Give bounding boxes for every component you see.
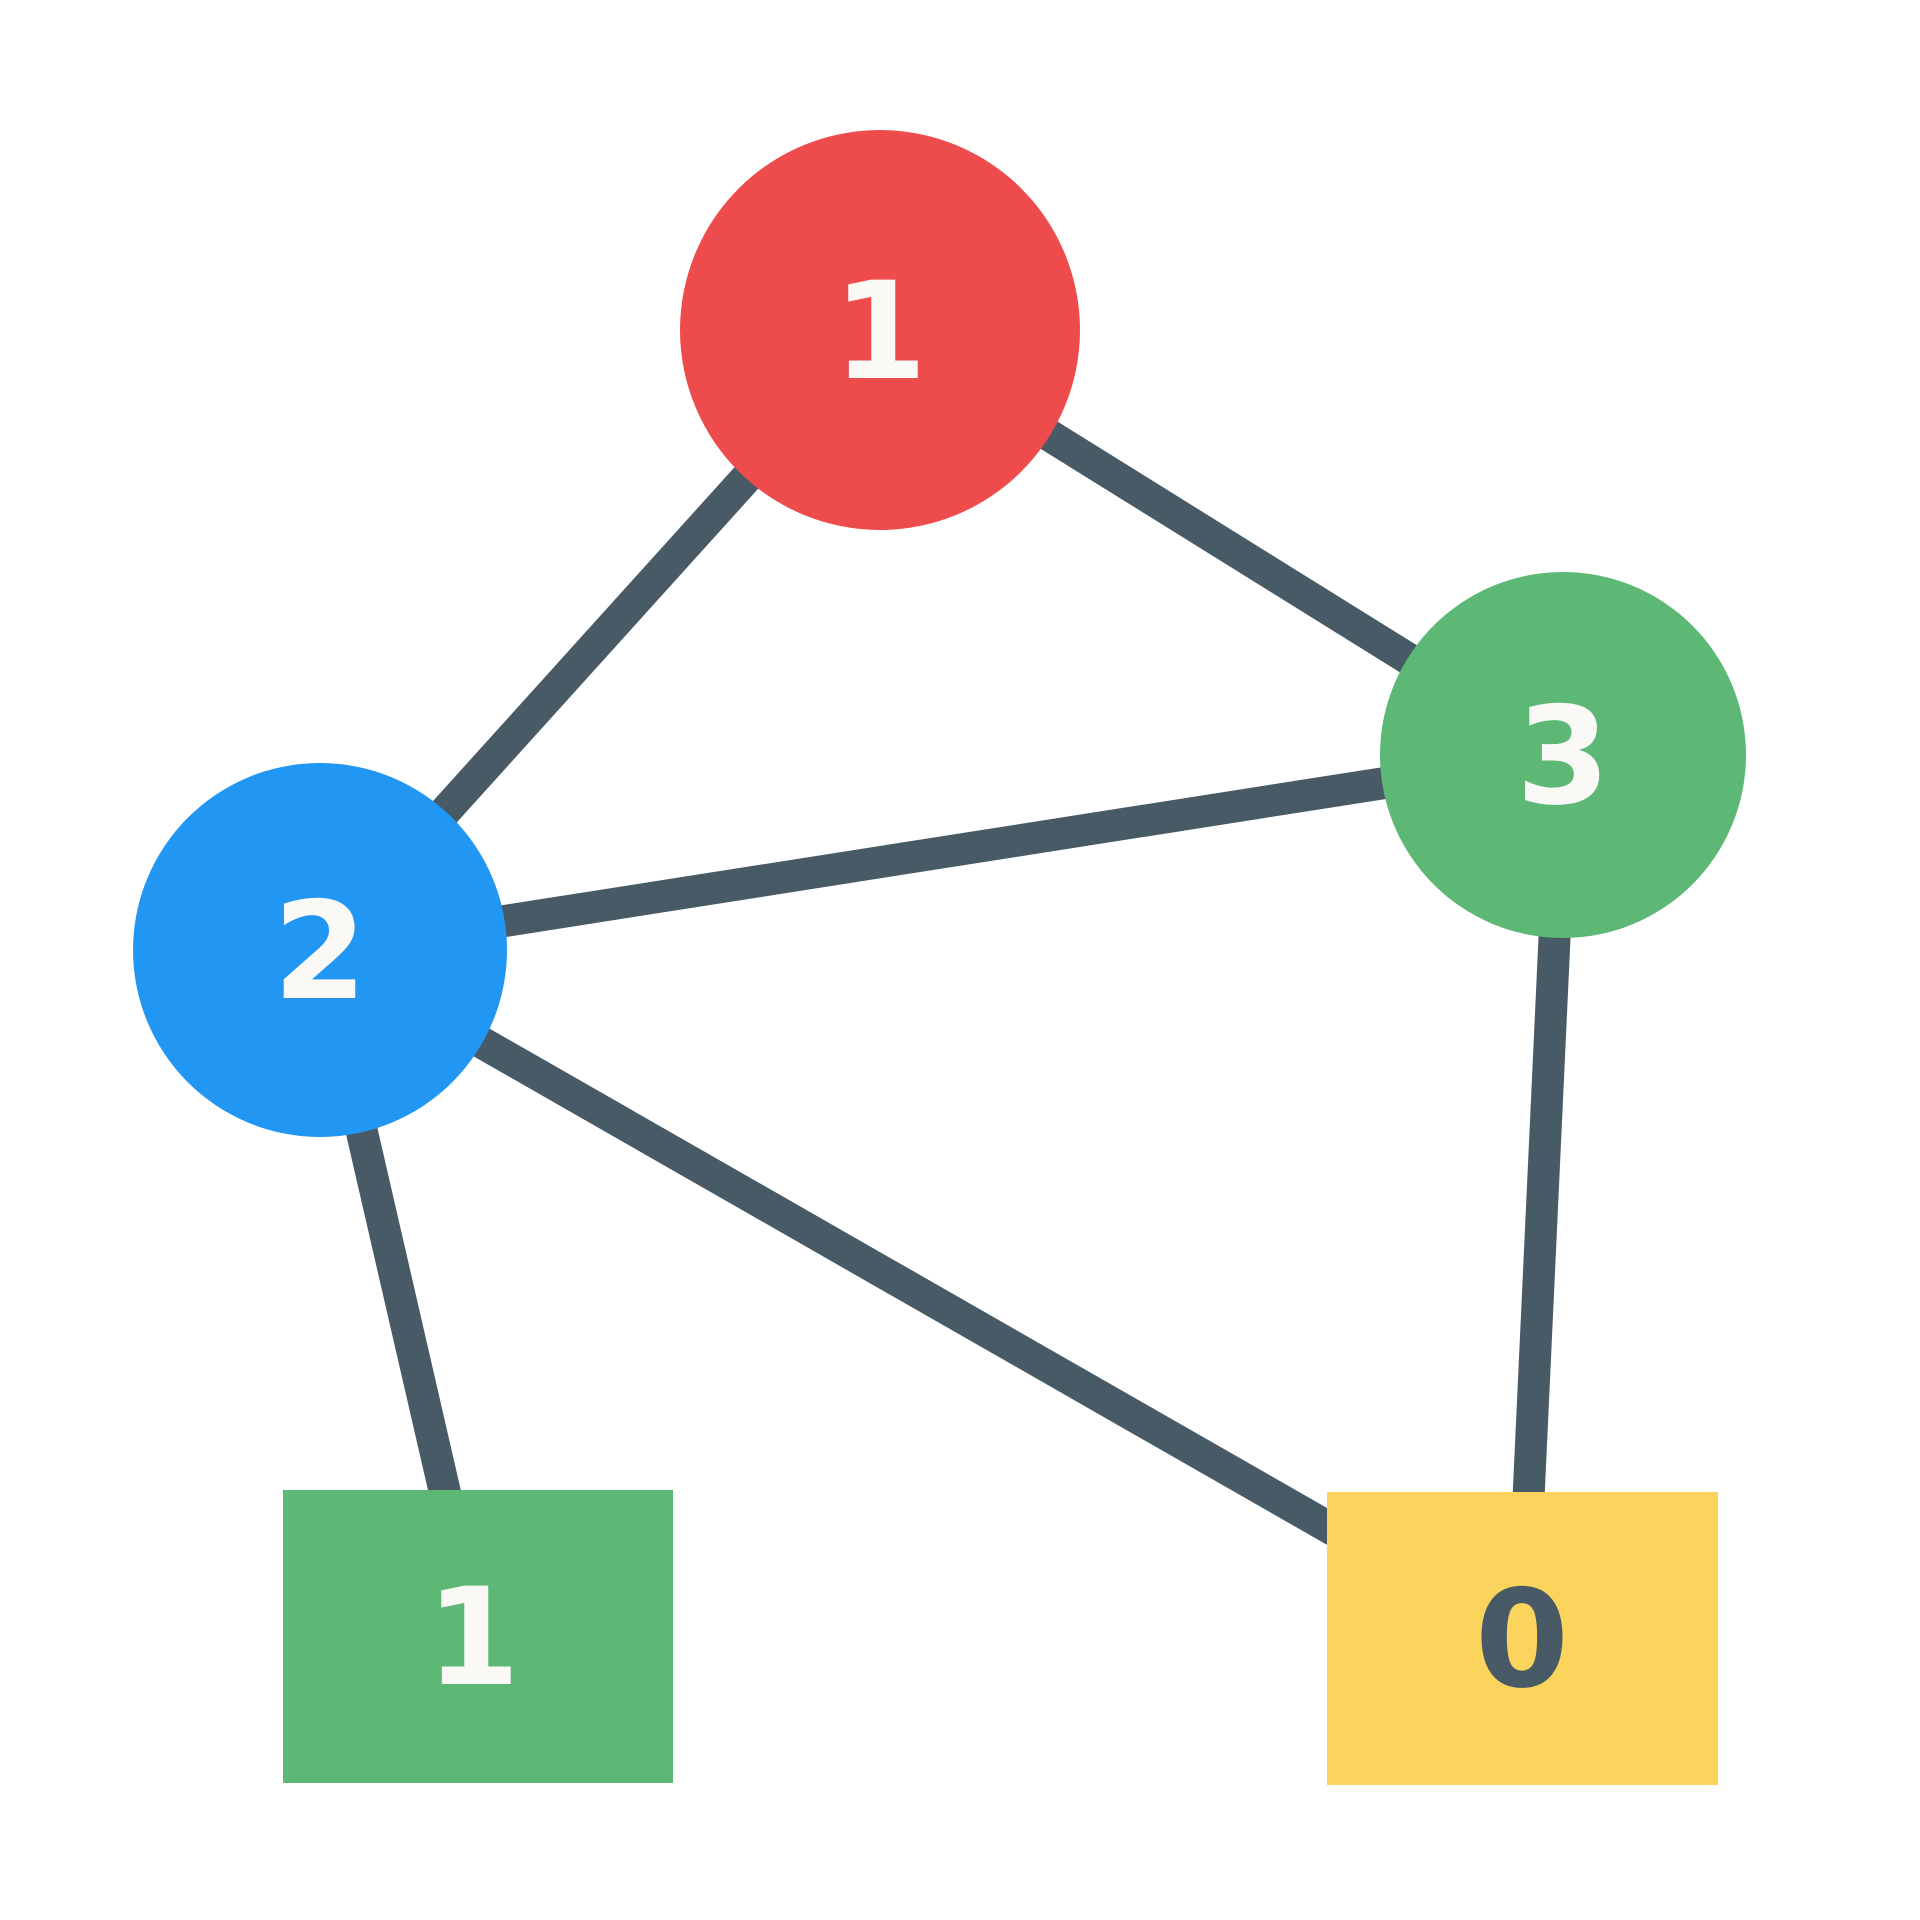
edge-node2-node3 — [317, 739, 1566, 966]
node-3-circle — [1380, 572, 1746, 938]
edge-node2-box0 — [312, 936, 1530, 1652]
node-3-label: 3 — [1516, 678, 1610, 835]
node-1-circle — [680, 130, 1080, 530]
box-0-rect — [1327, 1492, 1718, 1785]
box-0-label: 0 — [1475, 1561, 1569, 1718]
node-1-label: 1 — [833, 253, 927, 410]
node-2-label: 2 — [273, 873, 367, 1030]
box-1-rect — [283, 1490, 673, 1783]
node-2-circle — [133, 763, 507, 1137]
box-1-label: 1 — [426, 1559, 520, 1716]
